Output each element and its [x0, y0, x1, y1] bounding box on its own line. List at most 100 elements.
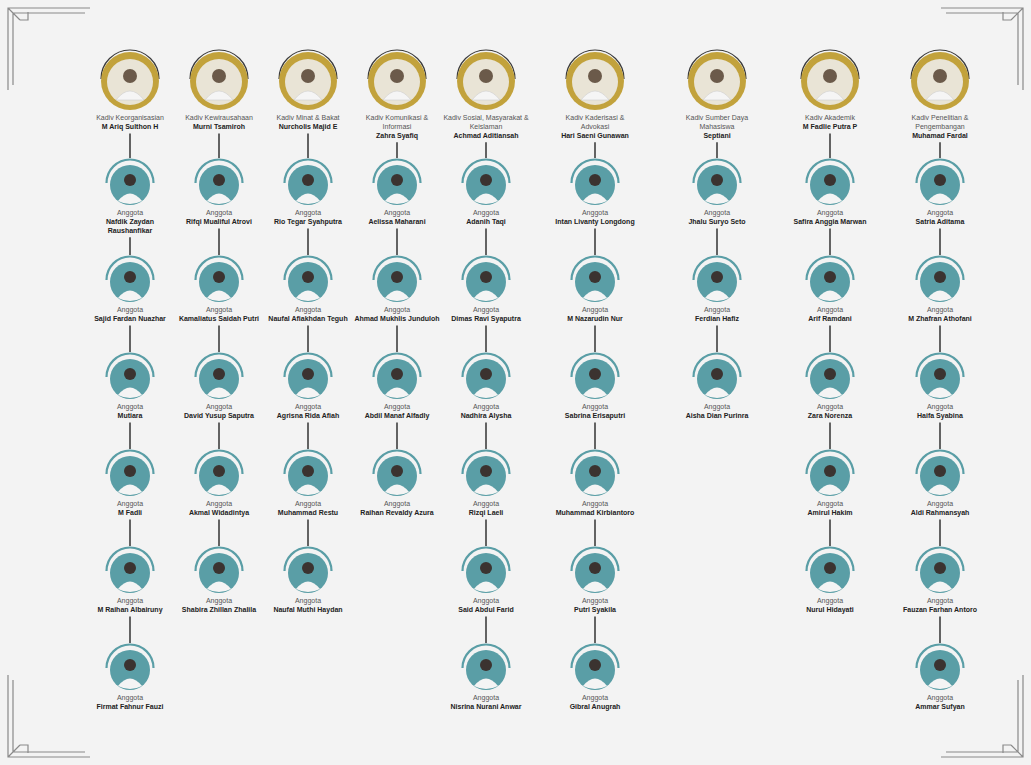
person-name: Agrisna Rida Afiah	[265, 412, 351, 421]
member-card: AnggotaMutiara	[87, 352, 173, 421]
role-label: Anggota	[443, 597, 529, 606]
head-avatar	[364, 46, 430, 112]
member-avatar	[105, 255, 155, 305]
person-name: M Nazarudin Nur	[552, 315, 638, 324]
role-label: Anggota	[87, 306, 173, 315]
person-name: Safira Anggia Marwan	[787, 218, 873, 227]
member-card: AnggotaFerdian Hafiz	[674, 255, 760, 324]
member-avatar	[570, 158, 620, 208]
member-avatar	[805, 546, 855, 596]
member-avatar	[283, 158, 333, 208]
person-name: Gibral Anugrah	[552, 703, 638, 712]
member-card: AnggotaAhmad Mukhlis Junduloh	[354, 255, 440, 324]
member-card: AnggotaArif Ramdani	[787, 255, 873, 324]
member-card: AnggotaNafdik Zaydan Raushanfikar	[87, 158, 173, 235]
member-card: AnggotaFirmat Fahnur Fauzi	[87, 643, 173, 712]
connector	[485, 142, 487, 158]
member-avatar	[283, 352, 333, 402]
member-avatar	[283, 255, 333, 305]
person-name: M Zhafran Athofani	[897, 315, 983, 324]
head-avatar	[684, 46, 750, 112]
role-label: Anggota	[443, 403, 529, 412]
connector	[129, 237, 131, 255]
head-card: Kadiv KewirausahaanMurni Tsamiroh	[175, 46, 263, 132]
connector	[307, 520, 309, 547]
role-label: Anggota	[787, 306, 873, 315]
member-avatar	[283, 449, 333, 499]
role-label: Anggota	[87, 403, 173, 412]
connector	[939, 326, 941, 353]
member-card: AnggotaAisha Dian Purinra	[674, 352, 760, 421]
member-avatar	[461, 546, 511, 596]
member-card: AnggotaDavid Yusup Saputra	[176, 352, 262, 421]
head-card: Kadiv AkademikM Fadlie Putra P	[786, 46, 874, 132]
person-name: Murni Tsamiroh	[175, 123, 263, 132]
connector	[129, 423, 131, 450]
role-label: Anggota	[354, 209, 440, 218]
person-name: Rifqi Mualiful Atrovi	[176, 218, 262, 227]
connector	[939, 520, 941, 547]
member-card: AnggotaAmmar Sufyan	[897, 643, 983, 712]
connector	[485, 617, 487, 644]
role-label: Anggota	[897, 209, 983, 218]
role-label: Anggota	[176, 597, 262, 606]
member-card: AnggotaShabira Zhillan Zhalila	[176, 546, 262, 615]
connector	[939, 142, 941, 158]
role-label: Anggota	[265, 403, 351, 412]
connector	[129, 326, 131, 353]
connector	[396, 326, 398, 353]
member-avatar	[805, 255, 855, 305]
role-label: Anggota	[265, 209, 351, 218]
connector	[218, 326, 220, 353]
role-label: Anggota	[897, 500, 983, 509]
member-card: AnggotaGibral Anugrah	[552, 643, 638, 712]
member-avatar	[692, 255, 742, 305]
person-name: Shabira Zhillan Zhalila	[176, 606, 262, 615]
head-avatar	[907, 46, 973, 112]
member-avatar	[805, 352, 855, 402]
role-label: Anggota	[674, 403, 760, 412]
head-avatar	[97, 46, 163, 112]
person-name: Akmal Widadintya	[176, 509, 262, 518]
member-avatar	[692, 158, 742, 208]
person-name: Arif Ramdani	[787, 315, 873, 324]
role-label: Anggota	[87, 209, 173, 218]
member-avatar	[570, 255, 620, 305]
role-label: Anggota	[176, 209, 262, 218]
connector	[307, 134, 309, 159]
member-avatar	[105, 352, 155, 402]
connector	[939, 617, 941, 644]
member-card: AnggotaHaifa Syabina	[897, 352, 983, 421]
person-name: Putri Syakila	[552, 606, 638, 615]
connector	[218, 520, 220, 547]
person-name: Aisha Dian Purinra	[674, 412, 760, 421]
role-label: Anggota	[443, 209, 529, 218]
member-avatar	[461, 255, 511, 305]
head-card: Kadiv Sosial, Masyarakat & KeislamanAchm…	[442, 46, 530, 140]
member-avatar	[915, 158, 965, 208]
role-label: Anggota	[552, 209, 638, 218]
role-label: Anggota	[897, 306, 983, 315]
member-avatar	[915, 643, 965, 693]
person-name: Jhalu Suryo Seto	[674, 218, 760, 227]
member-card: AnggotaKamaliatus Saidah Putri	[176, 255, 262, 324]
person-name: Zara Norenza	[787, 412, 873, 421]
person-name: Naufal Afiakhdan Teguh	[265, 315, 351, 324]
member-card: AnggotaMuhammad Restu	[265, 449, 351, 518]
person-name: M Fadlie Putra P	[786, 123, 874, 132]
connector	[829, 134, 831, 159]
role-label: Anggota	[787, 403, 873, 412]
role-label: Kadiv Kaderisasi & Advokasi	[551, 114, 639, 132]
connector	[594, 229, 596, 256]
connector	[829, 229, 831, 256]
person-name: Dimas Ravi Syaputra	[443, 315, 529, 324]
person-name: David Yusup Saputra	[176, 412, 262, 421]
member-card: AnggotaNisrina Nurani Anwar	[443, 643, 529, 712]
person-name: Firmat Fahnur Fauzi	[87, 703, 173, 712]
role-label: Anggota	[354, 306, 440, 315]
member-avatar	[105, 158, 155, 208]
member-card: AnggotaNaufal Afiakhdan Teguh	[265, 255, 351, 324]
role-label: Anggota	[176, 306, 262, 315]
role-label: Anggota	[443, 306, 529, 315]
member-avatar	[915, 255, 965, 305]
